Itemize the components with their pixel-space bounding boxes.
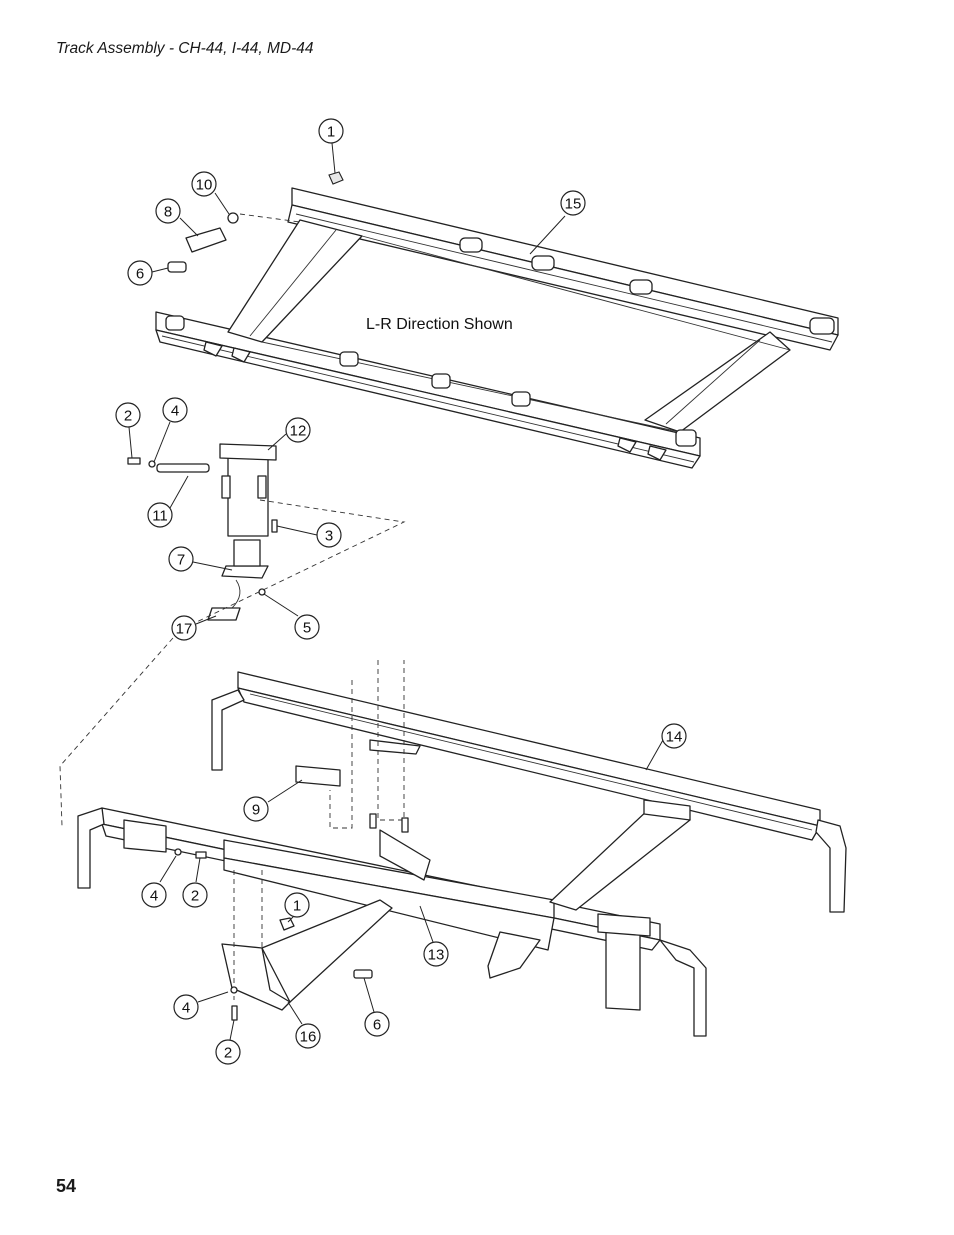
svg-text:17: 17: [176, 621, 193, 638]
upper-track-frame: [155, 187, 839, 469]
svg-text:16: 16: [300, 1029, 317, 1046]
callout-6-low: 6: [364, 1011, 390, 1037]
svg-text:3: 3: [325, 528, 333, 545]
leader-lines: [128, 142, 664, 1041]
callout-1-low: 1: [284, 892, 310, 918]
page-header-title: Track Assembly - CH-44, I-44, MD-44: [56, 40, 314, 57]
callout-12: 12: [285, 417, 311, 443]
callout-8: 8: [155, 198, 181, 224]
callout-17: 17: [171, 615, 197, 641]
svg-text:8: 8: [164, 204, 172, 221]
direction-note: L-R Direction Shown: [366, 316, 513, 333]
callout-10: 10: [191, 171, 217, 197]
svg-text:11: 11: [152, 508, 168, 525]
upper-hardware: [167, 171, 344, 273]
svg-text:4: 4: [171, 403, 179, 420]
callout-13: 13: [423, 941, 449, 967]
svg-text:9: 9: [252, 802, 260, 819]
callout-2-mid: 2: [115, 402, 141, 428]
callout-7: 7: [168, 546, 194, 572]
callout-2-bottom: 2: [215, 1039, 241, 1065]
svg-text:5: 5: [303, 620, 311, 637]
callout-9: 9: [243, 796, 269, 822]
svg-text:1: 1: [327, 124, 335, 141]
callout-4-mid: 4: [162, 397, 188, 423]
callout-16: 16: [295, 1023, 321, 1049]
svg-text:4: 4: [150, 888, 158, 905]
callout-2-low: 2: [182, 882, 208, 908]
callout-6-top: 6: [127, 260, 153, 286]
middle-assembly: [59, 443, 406, 827]
callout-5: 5: [294, 614, 320, 640]
svg-text:10: 10: [196, 177, 213, 194]
callout-4-bottom: 4: [173, 994, 199, 1020]
callout-15: 15: [560, 190, 586, 216]
page-number: 54: [56, 1176, 77, 1196]
callout-14: 14: [661, 723, 687, 749]
svg-text:2: 2: [224, 1045, 232, 1062]
svg-text:1: 1: [293, 898, 301, 915]
lower-hardware: [174, 660, 409, 1021]
callout-4-low: 4: [141, 882, 167, 908]
svg-text:14: 14: [666, 729, 683, 746]
svg-text:6: 6: [373, 1017, 381, 1034]
svg-text:12: 12: [290, 423, 307, 440]
svg-text:6: 6: [136, 266, 144, 283]
lower-track-frame: [77, 671, 847, 1037]
svg-text:4: 4: [182, 1000, 190, 1017]
part-9-block: [295, 765, 691, 821]
callout-1-top: 1: [318, 118, 344, 144]
callout-11: 11: [147, 502, 173, 528]
svg-text:15: 15: [565, 196, 582, 213]
svg-text:7: 7: [177, 552, 185, 569]
svg-text:2: 2: [191, 888, 199, 905]
svg-text:13: 13: [428, 947, 445, 964]
callout-3: 3: [316, 522, 342, 548]
svg-text:2: 2: [124, 408, 132, 425]
